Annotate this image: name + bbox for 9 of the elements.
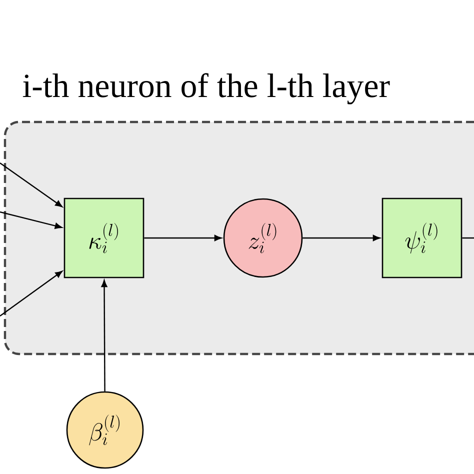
function-box: $\kappa_i^{(l)}$ [64,198,144,278]
arrow [144,234,222,242]
arrow [0,270,62,316]
arrow [0,162,62,208]
arrow [302,234,380,242]
arrow [101,280,108,392]
function-box: $\psi_i^{(l)}$ [382,198,462,278]
arrow [0,211,62,229]
title: i-th neuron of the l-th layer [22,73,390,104]
